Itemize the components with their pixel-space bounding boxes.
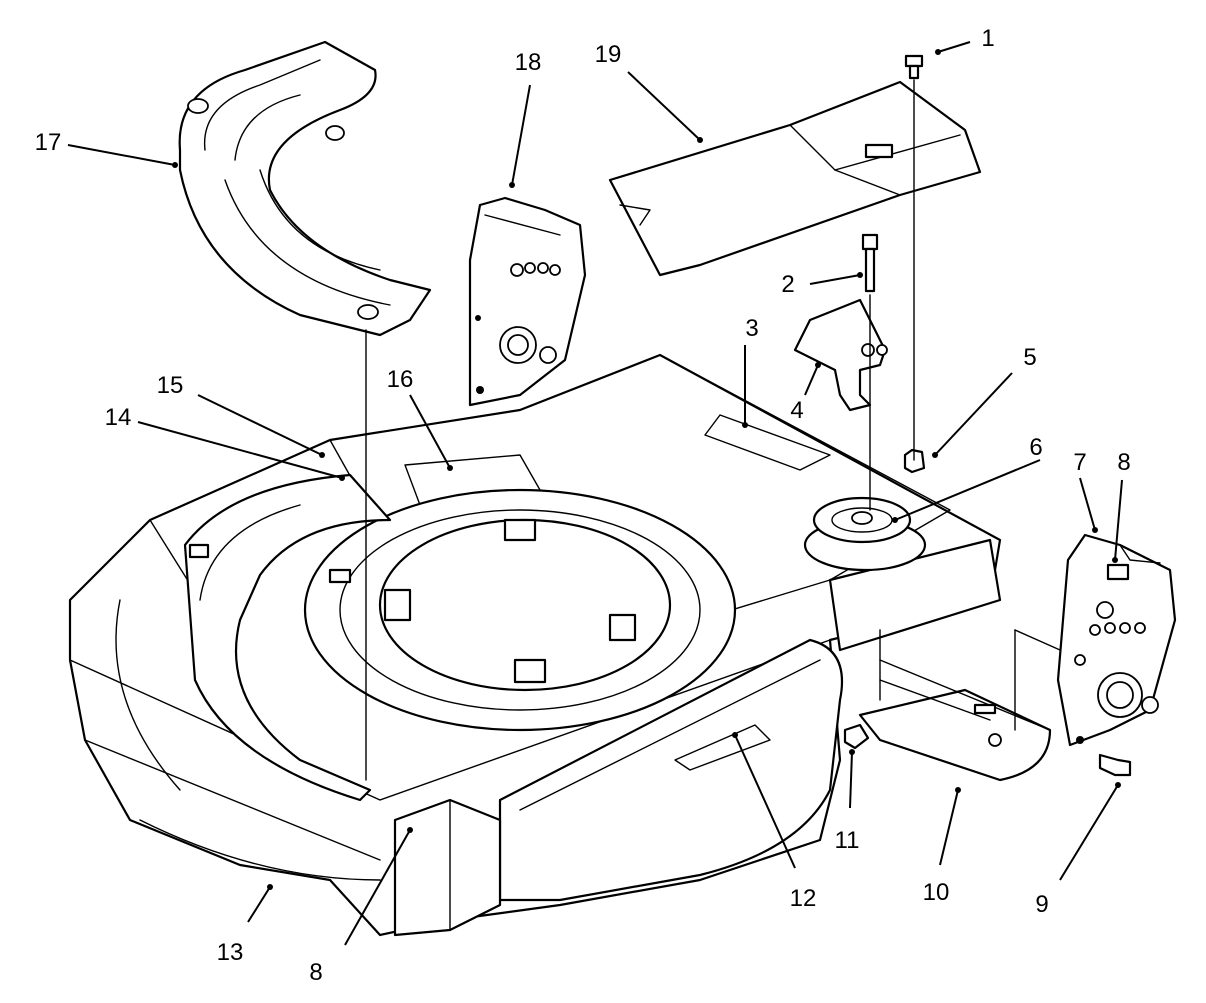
bolt-9	[1098, 753, 1132, 777]
leader-lines	[67, 41, 1123, 946]
nut-11	[843, 723, 870, 750]
height-adjust-bracket-right	[1056, 533, 1177, 747]
callout-12: 12	[790, 885, 817, 912]
rear-axle-skirt	[858, 659, 1052, 782]
callout-14: 14	[105, 404, 132, 431]
nut-5	[903, 448, 926, 474]
callout-6: 6	[1029, 434, 1042, 461]
callout-labels: 1 2 3 4 5 6 7 8 8 9 10 11 12 13 14 15 16…	[35, 25, 1131, 986]
pulley-assembly	[803, 496, 927, 572]
bolt-2	[861, 233, 879, 293]
bolt-1	[904, 54, 924, 80]
callout-1: 1	[981, 25, 994, 52]
callout-18: 18	[515, 49, 542, 76]
callout-10: 10	[923, 879, 950, 906]
callout-11: 11	[835, 827, 860, 854]
blade-cavity	[303, 488, 737, 732]
rear-cover	[608, 80, 982, 277]
callout-4: 4	[790, 397, 803, 424]
callout-16: 16	[387, 366, 414, 393]
callout-8-front: 8	[309, 959, 322, 986]
callout-9: 9	[1035, 891, 1048, 918]
height-adjust-bracket-left	[468, 196, 587, 407]
discharge-opening	[183, 473, 392, 802]
callout-5: 5	[1023, 344, 1036, 371]
assembly-lines	[365, 79, 1061, 781]
callout-19: 19	[595, 41, 622, 68]
callout-15: 15	[157, 372, 184, 399]
callout-7: 7	[1073, 449, 1086, 476]
callout-8-right: 8	[1117, 449, 1130, 476]
idler-bracket	[793, 298, 888, 412]
discharge-cover	[178, 40, 432, 337]
callout-17: 17	[35, 129, 62, 156]
callout-13: 13	[217, 939, 244, 966]
callout-2: 2	[781, 271, 794, 298]
callout-3: 3	[745, 315, 758, 342]
